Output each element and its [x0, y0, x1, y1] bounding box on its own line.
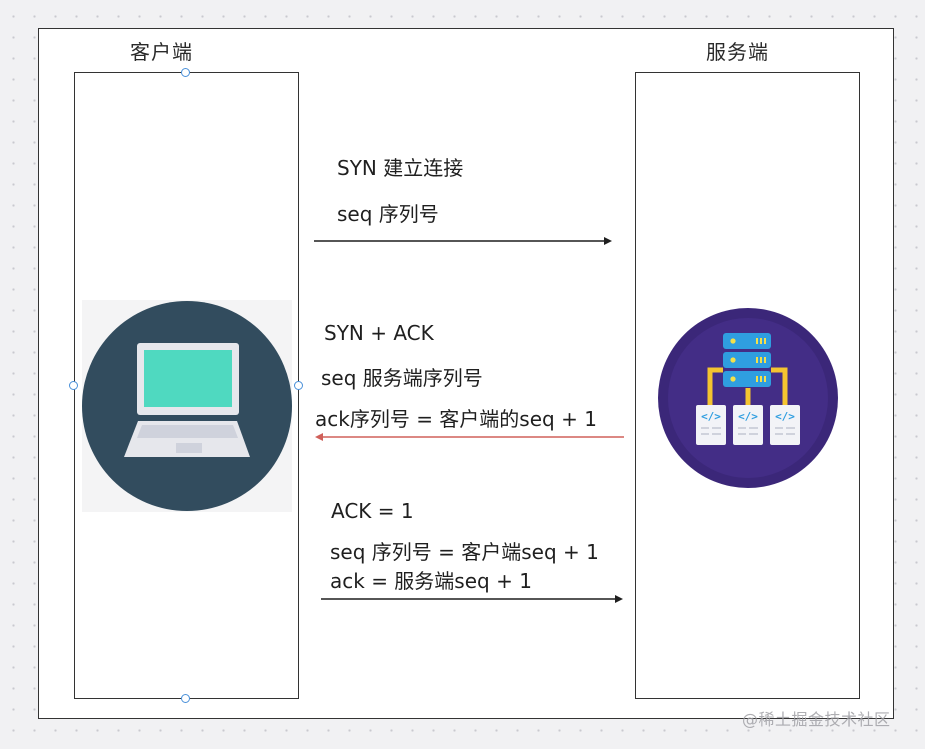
- step2-line3: ack序列号 = 客户端的seq + 1: [315, 407, 597, 431]
- svg-text:</>: </>: [738, 410, 758, 423]
- step3-line2: seq 序列号 = 客户端seq + 1: [330, 540, 599, 564]
- resize-handle-bottom[interactable]: [181, 694, 190, 703]
- resize-handle-left[interactable]: [69, 381, 78, 390]
- step3-arrow[interactable]: [321, 595, 623, 603]
- svg-text:</>: </>: [775, 410, 795, 423]
- code-document-right: </>: [770, 405, 800, 445]
- client-title: 客户端: [130, 40, 193, 64]
- laptop-keyboard: [137, 425, 238, 438]
- step3-line1: ACK = 1: [331, 499, 414, 523]
- step1-arrow[interactable]: [314, 237, 612, 245]
- laptop-icon: [82, 300, 292, 512]
- connector-right: [771, 367, 788, 408]
- resize-handle-top[interactable]: [181, 68, 190, 77]
- svg-text:</>: </>: [701, 410, 721, 423]
- server-network-icon: </> </> </>: [658, 308, 838, 488]
- watermark: @稀土掘金技术社区: [742, 710, 891, 729]
- server-rack: [723, 333, 771, 387]
- step2-line2: seq 服务端序列号: [321, 366, 483, 390]
- resize-handle-right[interactable]: [294, 381, 303, 390]
- step2-line1: SYN + ACK: [324, 321, 434, 345]
- step1-line1: SYN 建立连接: [337, 156, 464, 180]
- step3-line3: ack = 服务端seq + 1: [330, 569, 532, 593]
- code-document-middle: </>: [733, 405, 763, 445]
- server-title: 服务端: [706, 40, 769, 64]
- code-document-left: </>: [696, 405, 726, 445]
- connector-left: [707, 367, 723, 408]
- step1-line2: seq 序列号: [337, 202, 439, 226]
- laptop-trackpad: [176, 443, 202, 453]
- step2-arrow[interactable]: [315, 433, 624, 441]
- laptop-screen: [144, 350, 232, 407]
